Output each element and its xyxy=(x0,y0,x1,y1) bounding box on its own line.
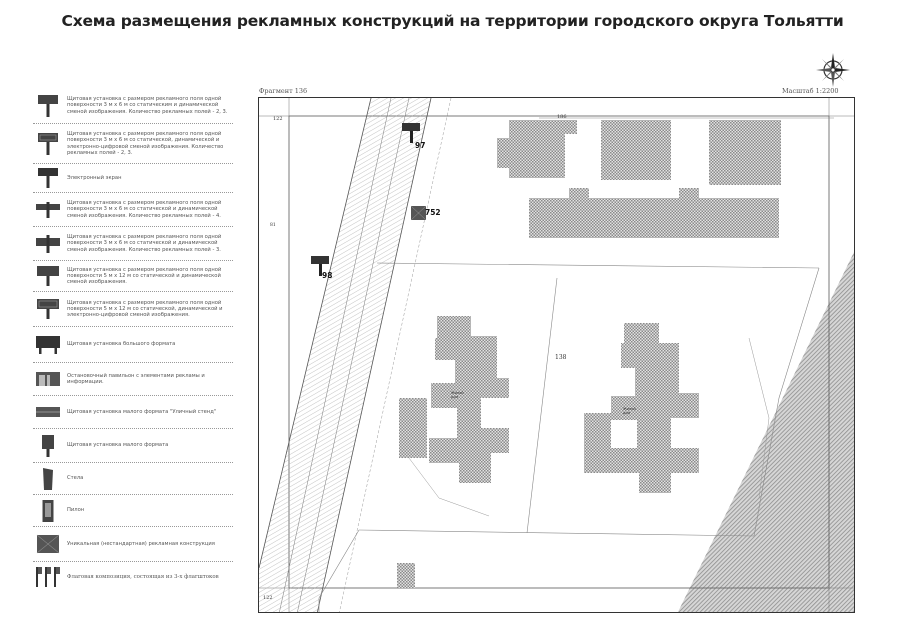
svg-text:дом: дом xyxy=(451,395,459,399)
unique-structure-icon xyxy=(36,534,60,554)
map-legend: Щитовая установка с размером рекламного … xyxy=(33,88,233,592)
block-number: 186 xyxy=(557,114,567,120)
structure-number: 98 xyxy=(322,271,332,280)
billboard-small-icon xyxy=(38,94,58,117)
legend-text: Флаговая композиция, состоящая из 3-х фл… xyxy=(67,573,219,580)
legend-text: Щитовая установка малого формата xyxy=(67,442,169,449)
legend-item: Пилон xyxy=(33,495,233,527)
svg-text:дом: дом xyxy=(623,411,631,415)
legend-text: Остановочный павильон с элементами рекла… xyxy=(67,372,205,385)
legend-item: Флаговая композиция, состоящая из 3-х фл… xyxy=(33,562,233,592)
building xyxy=(601,120,671,180)
stele-icon xyxy=(43,467,53,490)
block-number: 138 xyxy=(555,354,567,361)
ad-structure-97[interactable]: 97 xyxy=(402,123,425,150)
legend-text: Уникальная (нестандартная) рекламная кон… xyxy=(67,540,215,547)
page-title: Схема размещения рекламных конструкций н… xyxy=(61,12,844,30)
building xyxy=(497,120,577,178)
frame-number: 122 xyxy=(273,116,283,122)
building xyxy=(399,398,427,458)
structure-number: 752 xyxy=(425,208,441,217)
billboard-large-digital-icon xyxy=(37,299,59,319)
svg-text:Жилой: Жилой xyxy=(451,391,464,395)
block-boundary xyxy=(376,262,820,269)
bus-stop-pavilion-icon xyxy=(36,372,60,386)
legend-text: Стела xyxy=(67,475,84,482)
legend-text: Щитовая установка с размером рекламного … xyxy=(67,200,222,219)
hatched-zone xyxy=(677,252,854,612)
street-stand-icon xyxy=(36,407,60,417)
billboard-digital-icon xyxy=(38,132,58,155)
small-format-icon xyxy=(42,434,54,457)
map-canvas: Жилой дом Жилой дом 138 186 122 122 81 9… xyxy=(259,98,854,612)
legend-text: Щитовая установка с размером рекламного … xyxy=(67,96,228,115)
building xyxy=(397,563,415,588)
legend-text: Щитовая установка малого формата "Уличны… xyxy=(67,408,217,415)
billboard-3-sided-icon xyxy=(36,234,60,253)
legend-item: Щитовая установка с размером рекламного … xyxy=(33,124,233,164)
legend-text: Щитовая установка с размером рекламного … xyxy=(67,266,222,286)
legend-text: Щитовая установка с размером рекламного … xyxy=(67,131,224,156)
legend-item: Уникальная (нестандартная) рекламная кон… xyxy=(33,527,233,562)
legend-item: Щитовая установка с размером рекламного … xyxy=(33,227,233,261)
structure-number: 97 xyxy=(415,141,425,150)
building xyxy=(429,316,509,483)
building xyxy=(584,413,611,473)
ad-structure-98[interactable]: 98 xyxy=(311,256,332,280)
building xyxy=(529,198,779,238)
frame-number: 122 xyxy=(263,595,273,601)
compass-rose-icon xyxy=(816,53,850,87)
legend-item: Электронный экран xyxy=(33,164,233,193)
legend-item: Щитовая установка с размером рекламного … xyxy=(33,193,233,227)
legend-item: Щитовая установка малого формата "Уличны… xyxy=(33,396,233,429)
legend-text: Электронный экран xyxy=(67,174,122,181)
svg-text:Жилой: Жилой xyxy=(623,407,636,411)
building xyxy=(709,120,781,185)
billboard-4-sided-icon xyxy=(36,201,60,218)
ad-structure-752[interactable]: 752 xyxy=(410,205,441,221)
fragment-label: Фрагмент 136 xyxy=(259,87,308,95)
legend-item: Щитовая установка с размером рекламного … xyxy=(33,88,233,124)
legend-item: Щитовая установка большого формата xyxy=(33,327,233,363)
pylon-icon xyxy=(42,499,54,522)
flag-composition-icon xyxy=(36,567,60,587)
legend-item: Стела xyxy=(33,463,233,495)
legend-item: Остановочный павильон с элементами рекла… xyxy=(33,363,233,396)
legend-text: Щитовая установка с размером рекламного … xyxy=(67,234,222,253)
large-format-icon xyxy=(36,335,60,354)
map-view[interactable]: Жилой дом Жилой дом 138 186 122 122 81 9… xyxy=(258,97,855,613)
legend-item: Щитовая установка с размером рекламного … xyxy=(33,261,233,292)
legend-item: Щитовая установка с размером рекламного … xyxy=(33,292,233,327)
frame-number: 81 xyxy=(270,222,276,228)
electronic-screen-icon xyxy=(38,168,58,188)
billboard-large-icon xyxy=(37,266,59,286)
legend-text: Щитовая установка большого формата xyxy=(67,341,176,348)
legend-item: Щитовая установка малого формата xyxy=(33,429,233,463)
building xyxy=(609,323,699,493)
legend-text: Пилон xyxy=(67,507,85,514)
scale-label: Масштаб 1:2200 xyxy=(782,87,839,95)
road xyxy=(259,98,431,612)
legend-text: Щитовая установка с размером рекламного … xyxy=(67,299,223,319)
